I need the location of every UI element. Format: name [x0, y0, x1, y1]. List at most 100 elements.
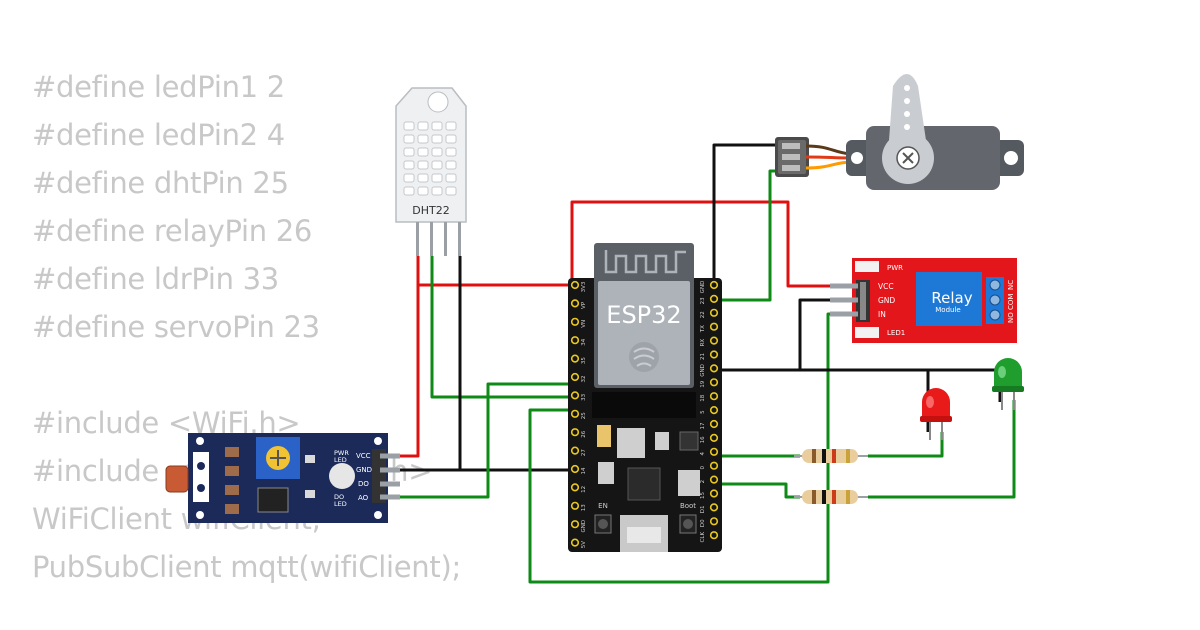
- esp32-pin-right-d1[interactable]: [709, 503, 719, 512]
- esp32-pin-label: 12: [581, 486, 587, 493]
- esp32-pin-label: 2: [700, 480, 706, 484]
- esp32-pin-label: 15: [700, 492, 706, 499]
- code-line: #define relayPin 26: [32, 214, 313, 248]
- wire-relay-gnd: [714, 298, 858, 372]
- servo-motor[interactable]: [775, 74, 1024, 190]
- esp32-pin-label: 34: [581, 338, 587, 345]
- wire-servo-signal: [714, 169, 780, 302]
- dht22-sensor[interactable]: DHT22: [395, 87, 467, 256]
- ldr-pin-do: DO: [358, 480, 369, 488]
- dht22-vent: [445, 134, 457, 144]
- dht22-vent: [417, 134, 429, 144]
- dht22-vent: [431, 160, 443, 170]
- wire-dht-data: [430, 256, 575, 399]
- esp32-pin-right-rx[interactable]: [709, 336, 719, 345]
- ldr-do-led-line1: DO: [334, 493, 344, 501]
- esp32-pin-left-12[interactable]: [570, 483, 580, 492]
- code-line: #define dhtPin 25: [32, 166, 289, 200]
- dht22-vent: [417, 160, 429, 170]
- esp32-pin-left-34[interactable]: [570, 336, 580, 345]
- esp32-pin-label: D0: [700, 519, 706, 527]
- led-green[interactable]: [992, 358, 1024, 410]
- esp32-pin-label: GND: [581, 520, 587, 533]
- dht22-vent: [403, 186, 415, 196]
- esp32-pin-right-21[interactable]: [709, 350, 719, 359]
- ldr-pwr-led-line2: LED: [334, 456, 347, 464]
- esp32-en-button[interactable]: [598, 519, 608, 529]
- dht22-vent: [445, 160, 457, 170]
- esp32-pin-label: 13: [581, 504, 587, 511]
- esp32-pin-left-33[interactable]: [570, 391, 580, 400]
- esp32-pin-right-5[interactable]: [709, 406, 719, 415]
- esp32-pin-label: 32: [581, 376, 587, 383]
- ldr-plus: +: [198, 451, 206, 461]
- esp32-pin-label: GND: [700, 281, 706, 294]
- esp32-pin-right-2[interactable]: [709, 475, 719, 484]
- esp32-pin-label: 33: [581, 393, 587, 400]
- ldr-module[interactable]: + − PWR LED DO LED VCC GND DO AO: [165, 433, 400, 523]
- esp32-pin-right-0[interactable]: [709, 461, 719, 470]
- esp32-pin-right-19[interactable]: [709, 378, 719, 387]
- esp32-pin-label: 3V3: [581, 281, 587, 292]
- ldr-pin-gnd: GND: [356, 466, 372, 474]
- dht22-vent: [431, 147, 443, 157]
- esp32-pin-left-35[interactable]: [570, 354, 580, 363]
- resistor-1[interactable]: [794, 449, 868, 463]
- dht22-vent: [445, 147, 457, 157]
- esp32-pin-right-d0[interactable]: [709, 517, 719, 526]
- dht22-vent: [431, 134, 443, 144]
- relay-module[interactable]: PWR LED1 VCC GND IN Relay Module NO COM …: [830, 258, 1017, 343]
- esp32-pin-label: 0: [700, 465, 706, 469]
- resistor-2[interactable]: [794, 490, 868, 504]
- esp32-pin-right-17[interactable]: [709, 419, 719, 429]
- relay-title: Relay: [931, 289, 972, 307]
- esp32-pin-left-5v[interactable]: [570, 538, 580, 547]
- esp32-pin-right-18[interactable]: [709, 392, 719, 401]
- wire-dht-vcc: [416, 256, 575, 287]
- esp32-pin-left-13[interactable]: [570, 501, 580, 510]
- esp32-pin-right-tx[interactable]: [709, 322, 719, 331]
- wire-dht-gnd: [458, 256, 575, 472]
- esp32-pin-left-27[interactable]: [570, 446, 580, 455]
- esp32-pin-right-4[interactable]: [709, 447, 719, 456]
- esp32-pin-right-gnd[interactable]: [709, 280, 719, 290]
- esp32-pin-left-14[interactable]: [570, 464, 580, 474]
- dht22-vent: [403, 173, 415, 183]
- wire-led-gnd: [714, 368, 930, 432]
- esp32-pin-left-3v3[interactable]: [570, 280, 580, 290]
- esp32-pin-right-16[interactable]: [709, 433, 719, 443]
- esp32-pin-label: 16: [700, 436, 706, 443]
- esp32-pin-left-32[interactable]: [570, 372, 580, 382]
- esp32-pin-left-gnd[interactable]: [570, 520, 580, 529]
- dht22-vent: [431, 173, 443, 183]
- esp32-pin-left-vn[interactable]: [570, 317, 580, 326]
- esp32-pin-label: 4: [700, 452, 706, 456]
- dht22-vent: [445, 186, 457, 196]
- esp32-pin-right-15[interactable]: [709, 489, 719, 498]
- dht22-vent: [431, 121, 443, 131]
- esp32-pin-right-clk[interactable]: [709, 531, 719, 540]
- esp32-pin-label: 18: [700, 394, 706, 401]
- wire-ldr-vcc: [395, 285, 420, 458]
- esp32-pin-label: 14: [581, 467, 587, 474]
- esp32-pin-label: TX: [700, 325, 706, 333]
- dht22-label: DHT22: [412, 204, 449, 217]
- esp32-pin-label: D1: [700, 506, 706, 514]
- esp32-pin-label: 19: [700, 380, 706, 387]
- esp32-pin-label: 35: [581, 357, 587, 364]
- esp32-pin-right-22[interactable]: [709, 308, 719, 317]
- esp32-boot-button[interactable]: [683, 519, 693, 529]
- esp32-pin-left-26[interactable]: [570, 428, 580, 437]
- esp32-pin-left-25[interactable]: [570, 409, 580, 418]
- wire-ldr-ao: [395, 382, 575, 499]
- dht22-vent: [403, 160, 415, 170]
- esp32-pin-right-gnd[interactable]: [709, 364, 719, 373]
- esp32-pin-right-23[interactable]: [709, 294, 719, 304]
- esp32-pin-left-vp[interactable]: [570, 299, 580, 308]
- esp32-pin-label: 27: [581, 449, 587, 456]
- led-red[interactable]: [920, 388, 952, 440]
